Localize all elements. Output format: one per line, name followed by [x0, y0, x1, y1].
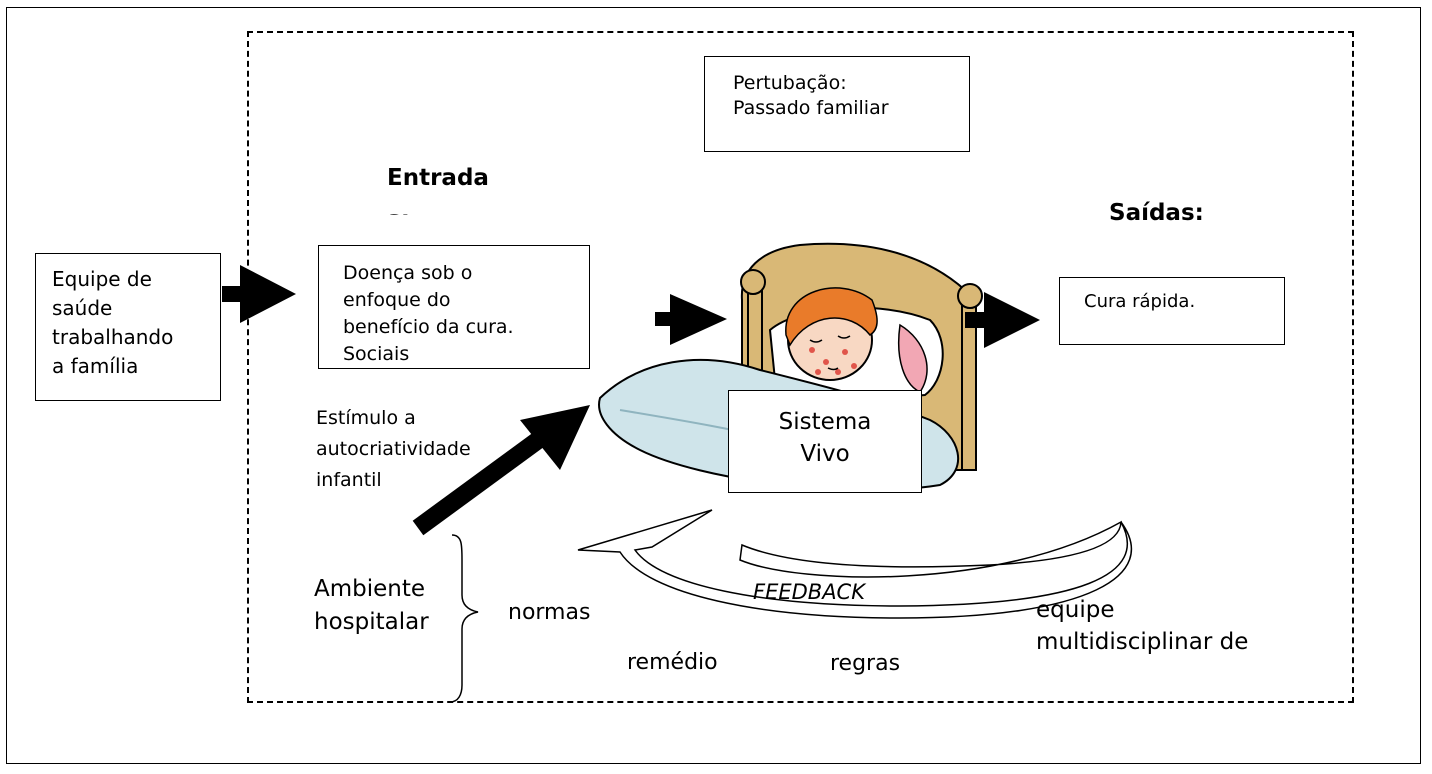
element-team: equipe multidisciplinar de [1036, 597, 1249, 655]
element-norms: normas [508, 600, 591, 625]
arrow-team-to-input [222, 265, 296, 323]
feedback-label: FEEDBACK [753, 580, 865, 604]
stimulus-text: Estímulo a autocriatividade infantil [316, 407, 471, 491]
living-system-box: Sistema Vivo [728, 390, 922, 493]
environment-brace [449, 534, 479, 703]
arrow-environment-to-system [412, 405, 590, 536]
outer-frame [6, 7, 1421, 764]
health-team-box: Equipe de saúde trabalhando a família [35, 253, 221, 401]
element-medicine-cut: s [627, 690, 638, 698]
perturbation-box: Pertubação: Passado familiar [704, 56, 970, 152]
element-medicine: remédio [627, 650, 718, 675]
arrow-input-to-system [655, 294, 727, 345]
hospital-environment: Ambiente hospitalar [314, 576, 429, 635]
input-label-cut: s: [387, 205, 410, 215]
arrow-system-to-output [965, 292, 1040, 348]
disease-input-box: Doença sob o enfoque do benefício da cur… [318, 245, 590, 369]
perturbation-text: Passado familiar [733, 97, 889, 119]
cure-output-box: Cura rápida. [1059, 277, 1285, 345]
perturbation-title: Pertubação: [733, 72, 847, 94]
output-label: Saídas: [1109, 200, 1204, 226]
system-boundary [247, 31, 1354, 703]
input-label: Entrada [387, 165, 489, 191]
element-rules: regras [830, 651, 901, 676]
